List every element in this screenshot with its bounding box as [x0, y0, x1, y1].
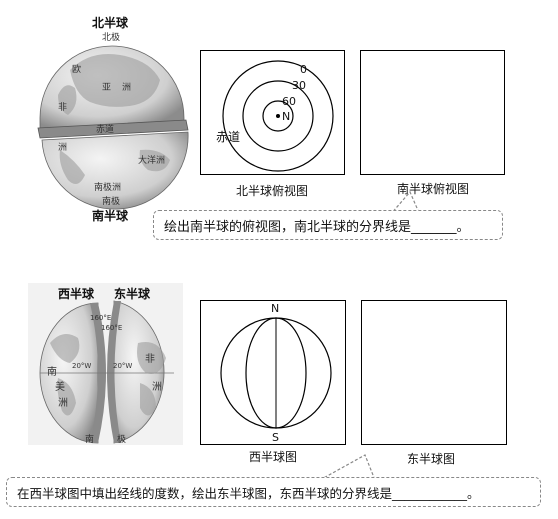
north-view-label-0: 0	[300, 63, 307, 76]
degree-160e-label-1: 160°E	[90, 314, 112, 322]
globe-label-south-pole-2: 极	[117, 435, 127, 445]
bottom-question-callout: 在西半球图中填出经线的度数，绘出东半球图，东西半球的分界线是__________…	[6, 477, 541, 507]
north-hemisphere-view-box	[200, 50, 345, 175]
south-view-caption: 南半球俯视图	[397, 182, 470, 196]
globe-label-asia-2: 洲	[122, 83, 132, 93]
top-globe-title: 北半球	[92, 16, 129, 30]
bottom-globe-illustration	[39, 300, 174, 444]
south-pole-label: 南极	[102, 197, 121, 207]
top-question-text: 绘出南半球的俯视图，南北半球的分界线是_______。	[164, 219, 470, 235]
degree-20w-label-1: 20°W	[72, 362, 92, 370]
west-view-label-n: N	[271, 302, 280, 315]
top-question-callout: 绘出南半球的俯视图，南北半球的分界线是_______。	[153, 210, 503, 240]
west-view-caption: 西半球图	[249, 450, 298, 464]
globe-label-america-1: 美	[55, 382, 65, 393]
globe-label-asia-1: 亚	[102, 83, 112, 93]
bottom-globe-figure	[28, 283, 183, 445]
globe-label-africa-2: 洲	[58, 143, 68, 153]
globe-label-antarctica: 南极洲	[94, 183, 122, 193]
top-globe-figure	[30, 10, 195, 220]
globe-label-south: 南	[47, 367, 57, 378]
east-hemisphere-view-box	[361, 300, 507, 445]
globe-label-africa-1: 非	[58, 103, 68, 113]
top-callout-pointer	[389, 190, 421, 216]
north-view-caption: 北半球俯视图	[236, 184, 309, 198]
north-hemisphere-circles	[222, 60, 334, 172]
globe-label-america-2: 洲	[58, 398, 68, 409]
globe-label-oceania: 大洋洲	[138, 156, 166, 166]
bottom-callout-pointer	[319, 454, 376, 481]
globe-label-south-pole-1: 南	[85, 435, 95, 445]
globe-label-africa-east: 非	[145, 354, 155, 365]
west-hemisphere-meridians	[220, 317, 332, 429]
west-hemisphere-globe-title: 西半球	[58, 287, 95, 301]
north-view-label-30: 30	[292, 79, 306, 92]
globe-label-equator: 赤道	[96, 125, 115, 135]
west-hemisphere-view-box	[200, 300, 346, 445]
north-view-label-n: N	[282, 110, 291, 123]
globe-label-europe: 欧	[72, 65, 82, 75]
top-globe-illustration	[37, 45, 189, 210]
west-view-label-s: S	[272, 431, 279, 444]
degree-20w-label-2: 20°W	[113, 362, 133, 370]
top-globe-bottom-title: 南半球	[92, 209, 129, 223]
north-view-label-equator: 赤道	[216, 130, 241, 144]
degree-160e-label-2: 160°E	[101, 324, 123, 332]
bottom-question-text: 在西半球图中填出经线的度数，绘出东半球图，东西半球的分界线是__________…	[17, 485, 480, 501]
north-view-label-60: 60	[282, 95, 296, 108]
east-view-caption: 东半球图	[407, 452, 456, 466]
south-hemisphere-view-box	[360, 50, 505, 175]
east-hemisphere-globe-title: 东半球	[114, 287, 151, 301]
globe-label-africa-east-2: 洲	[152, 382, 162, 393]
north-pole-label: 北极	[102, 33, 121, 43]
